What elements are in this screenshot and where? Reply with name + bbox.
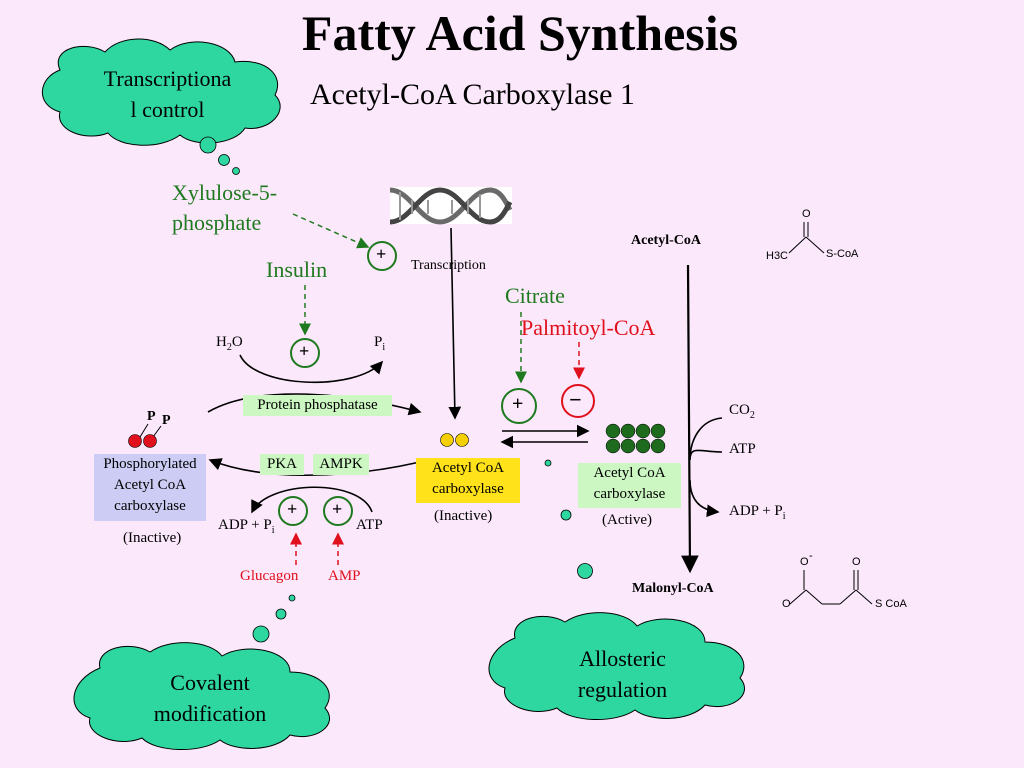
pi-label: Pi	[374, 334, 386, 353]
atp-left-label: ATP	[356, 517, 383, 533]
ampk-box: AMPK	[313, 454, 369, 475]
chem-o-minus-label: O	[800, 556, 809, 568]
dna-helix-image	[389, 187, 513, 225]
palmitoyl-minus-sign: −	[569, 387, 582, 412]
adp-pi-left-label: ADP + Pi	[218, 517, 275, 536]
xylulose-label: Xylulose-5- phosphate	[172, 180, 278, 235]
citrate-label: Citrate	[505, 283, 565, 308]
phospho-dot-1	[128, 434, 142, 448]
glucagon-plus-sign: +	[287, 499, 298, 519]
active-acc-box: Acetyl CoA carboxylase	[578, 463, 681, 508]
inactive-center-label: (Inactive)	[434, 508, 493, 524]
thought-bubbles-top	[199, 136, 240, 175]
phospho-bond-2	[152, 425, 162, 438]
chem-scoa-label: S-CoA	[826, 248, 859, 260]
cloud-transcriptional-control	[41, 38, 281, 146]
protein-phosphatase-box: Protein phosphatase	[243, 395, 392, 416]
palmitoyl-minus-circle	[561, 384, 595, 418]
chem-o-left-label: O	[782, 598, 791, 610]
transcription-label: Transcription	[411, 258, 486, 273]
acetyl-to-malonyl-arrow	[681, 264, 699, 574]
palmitoyl-label: Palmitoyl-CoA	[521, 315, 656, 340]
chem-minus-label: -	[809, 550, 813, 562]
active-enzyme-polymer	[605, 423, 666, 454]
thought-bubbles-bottom	[252, 594, 296, 643]
chem-o-label: O	[802, 208, 811, 220]
amp-plus-sign: +	[332, 499, 343, 519]
inactive-enzyme-dot-1	[440, 433, 454, 447]
acetyl-coa-label: Acetyl-CoA	[631, 233, 701, 248]
h2o-label: H2O	[216, 334, 243, 353]
pka-box: PKA	[260, 454, 304, 475]
atp-right-label: ATP	[729, 441, 756, 457]
cloud-covalent-modification	[73, 642, 331, 750]
xylulose-plus-circle	[367, 241, 397, 271]
atp-adp-curve-arrow	[251, 486, 373, 514]
glucagon-plus-circle	[278, 496, 308, 526]
insulin-label: Insulin	[266, 257, 328, 282]
citrate-plus-circle	[501, 388, 537, 424]
active-label: (Active)	[602, 512, 652, 528]
phospho-bond-1	[139, 423, 149, 438]
co2-atp-input-curve	[689, 417, 723, 461]
phospho-p-label-2: P	[162, 413, 171, 428]
phospho-dot-2	[143, 434, 157, 448]
inactive-left-label: (Inactive)	[123, 530, 182, 546]
chem-o-right-label: O	[852, 556, 861, 568]
citrate-plus-sign: +	[512, 393, 524, 415]
h2o-pi-curve-arrow	[239, 354, 384, 384]
cloud-transcriptional-label: Transcriptiona l control	[103, 66, 232, 122]
co2-label: CO2	[729, 402, 755, 421]
cloud-allosteric-regulation	[488, 612, 746, 720]
adp-output-curve	[689, 479, 720, 518]
cloud-allosteric-label: Allosteric regulation	[577, 646, 668, 702]
xylulose-plus-sign: +	[376, 244, 387, 264]
amp-plus-circle	[323, 496, 353, 526]
glucagon-label: Glucagon	[240, 568, 299, 584]
insulin-plus-sign: +	[299, 341, 310, 361]
amp-label: AMP	[328, 568, 361, 584]
phospho-p-label-1: P	[147, 409, 156, 424]
chem-h3c-label: H3C	[766, 250, 789, 262]
chem-scoa2-label: S CoA	[875, 598, 907, 610]
malonyl-coa-label: Malonyl-CoA	[632, 581, 714, 596]
thought-bubbles-right	[544, 459, 593, 579]
page-title: Fatty Acid Synthesis	[301, 5, 739, 61]
xylulose-arrow	[292, 213, 370, 249]
cloud-covalent-label: Covalent modification	[153, 670, 267, 726]
insulin-plus-circle	[290, 338, 320, 368]
inactive-acc-box: Acetyl CoA carboxylase	[416, 458, 520, 503]
phosphorylated-acc-box: Phosphorylated Acetyl CoA carboxylase	[94, 454, 206, 521]
inactive-enzyme-dot-2	[455, 433, 469, 447]
page-subtitle: Acetyl-CoA Carboxylase 1	[310, 78, 635, 111]
transcription-arrow	[448, 227, 462, 420]
acetyl-coa-structure	[788, 222, 825, 254]
malonyl-coa-structure	[789, 570, 873, 605]
kinase-curve-arrow	[208, 458, 421, 477]
adp-pi-right-label: ADP + Pi	[729, 503, 786, 522]
